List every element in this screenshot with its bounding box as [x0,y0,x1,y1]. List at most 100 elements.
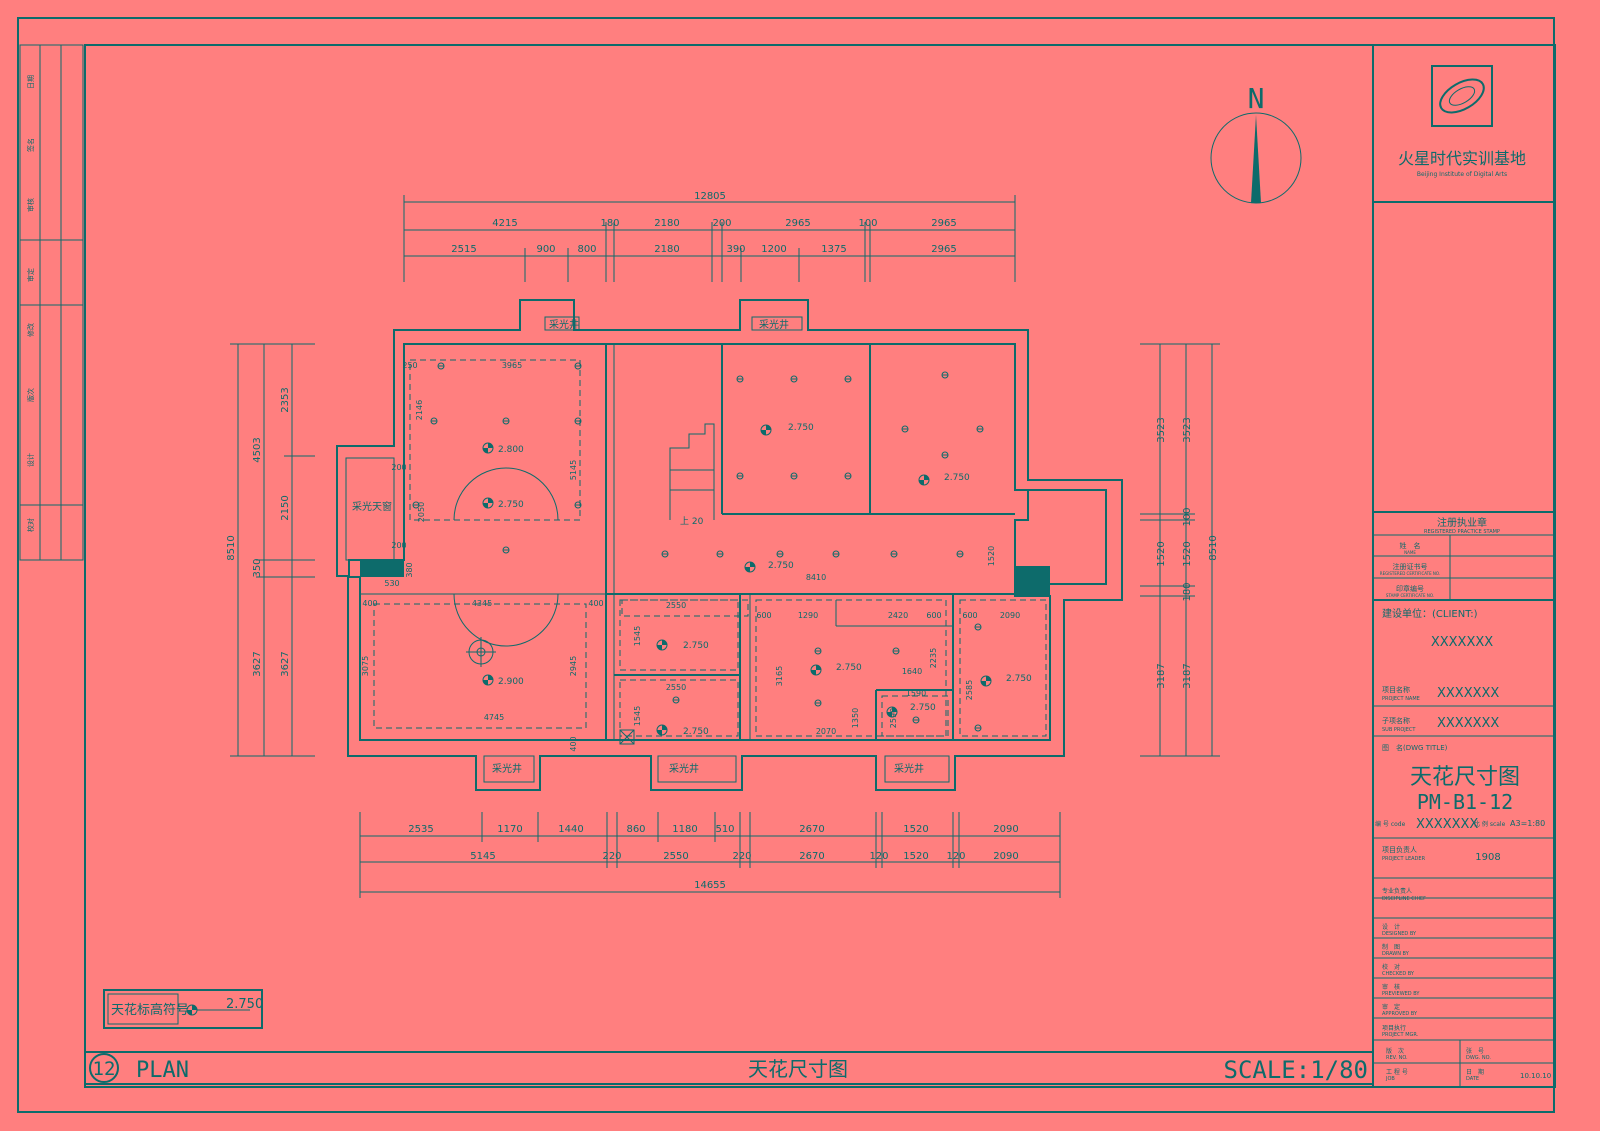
floor-plan: 采光井 采光井 采光井 采光井 采光井 采光天窗 上 20 [336,299,1123,791]
dimension-value: 400 [362,599,377,608]
project-value: XXXXXXX [1437,686,1499,701]
dimension-value: 600 [756,611,771,620]
footer-scale: SCALE:1/80 [1224,1056,1369,1084]
dimension-value: 2590 [889,708,898,728]
dimension-value: 设计 [26,453,35,467]
dimension-value: 1545 [633,626,642,646]
footer-bar: 12 PLAN 天花尺寸图 SCALE:1/80 [85,1051,1373,1085]
stair-label: 上 20 [680,516,704,527]
dimension-value: 600 [962,611,977,620]
dimension-value: 3627 [280,651,291,676]
dimension-value: 4345 [472,599,492,608]
elevation-value: 2.750 [910,703,936,713]
dimension-value: 390 [726,244,745,255]
dimension-value: 2090 [993,824,1018,835]
dimension-value: 250 [402,361,417,370]
drawing-name-label: 图 名(DWG TITLE) [1382,743,1448,752]
dimension-value: 1520 [987,546,996,566]
elevation-symbol-icon [810,664,822,676]
dimension-value: 1520 [903,851,928,862]
sub-project-value: XXXXXXX [1437,716,1499,731]
signature-row-label: 校 对 [1382,963,1400,971]
dimension-value: 2550 [663,851,688,862]
dimension-value: 180 [600,218,619,229]
lightwell-label: 采光井 [759,318,789,331]
dimension-value: 2550 [666,683,686,692]
top-dimensions [403,195,1016,282]
dimension-value: 2353 [280,387,291,412]
dimension-value: 1590 [906,689,926,698]
dimension-value: 1520 [1182,541,1193,566]
dimension-value: 120 [946,851,965,862]
date-value: 10.10.10 [1520,1072,1551,1080]
lightwell-label: 采光井 [669,762,699,775]
dimension-value: 4215 [492,218,517,229]
elevation-value: 2.750 [836,663,862,673]
logo: 火星时代实训基地 Beijing Institute of Digital Ar… [1398,65,1526,178]
stamp-row-label: 印章编号 [1396,584,1424,593]
dimension-value: 3165 [775,666,784,686]
dimension-value: 8410 [806,573,826,582]
elevation-value: 2.750 [683,727,709,737]
signature-row-label: 审 定 [1382,1003,1400,1011]
project-leader-label: 项目负责人 [1382,845,1417,854]
skylight-label: 采光天窗 [352,500,392,513]
elevation-value: 2.750 [944,473,970,483]
practice-stamp-title-en: REGISTERED PRACTICE STAMP [1424,529,1500,535]
signature-row-label: 制 图 [1382,943,1400,951]
logo-name-en: Beijing Institute of Digital Arts [1417,171,1507,178]
elevation-symbol-icon [656,639,668,651]
elevation-symbol-icon [482,674,494,686]
north-arrow: N [1210,82,1302,204]
bottom-right-row-label-en: DATE [1466,1076,1479,1082]
right-dimensions [1140,343,1220,757]
elevation-value: 2.800 [498,445,524,455]
dimension-value: 版次 [26,388,35,402]
signature-row-label: 审 核 [1382,983,1400,991]
lightwell-label: 采光井 [492,762,522,775]
dimension-value: 200 [391,541,406,550]
dimension-value: 380 [405,562,414,577]
dimension-value: 审核 [26,198,35,212]
elevation-symbol-icon [918,474,930,486]
dimension-value: 审定 [26,268,35,282]
dimension-value: 1520 [1156,541,1167,566]
revision-strip [19,44,84,561]
dimension-value: 5145 [569,460,578,480]
dimension-value: 200 [712,218,731,229]
dimension-value: 2965 [931,244,956,255]
plan-label: PLAN [136,1058,189,1083]
stamp-rows: 姓 名 NAME 注册证书号 REGISTERED CERTIFICATE NO… [1380,541,1440,598]
stamp-row-label: 注册证书号 [1393,562,1428,571]
dimension-value: 600 [926,611,941,620]
dimension-value: 2235 [929,648,938,668]
sub-project-label: 子项名称 [1382,716,1410,725]
stamp-row-label: 姓 名 [1400,541,1421,550]
dimension-value: 2180 [654,218,679,229]
bottom-right-row-label: 日 期 [1466,1068,1484,1076]
dimension-value: 350 [252,558,263,577]
title-block [1373,201,1555,1087]
signature-row-label: 设 计 [1382,923,1400,931]
stamp-row-label-en: NAME [1404,550,1416,555]
bottom-right-row-label: 张 号 [1466,1047,1484,1055]
elevation-value: 2.750 [788,423,814,433]
elevation-value: 2.900 [498,677,524,687]
bottom-info-rows: 版 次 REV. NO. 工 程 号 JOB 张 号 DWG. NO. 日 期 … [1385,1047,1551,1082]
dimension-value: 100 [858,218,877,229]
dimension-value: 800 [577,244,596,255]
dimension-value: 2965 [931,218,956,229]
plan-number: 12 [93,1058,116,1080]
discipline-chief-label: 专业负责人 [1382,887,1412,895]
dimension-value: 3523 [1156,417,1167,442]
signature-row-label-en: DRAWN BY [1382,951,1410,957]
elevation-value: 2.750 [683,641,709,651]
dimension-value: 3965 [502,361,522,370]
signature-row-label-en: APPROVED BY [1382,1011,1418,1017]
elevation-value: 2.750 [768,561,794,571]
project-leader-label-en: PROJECT LEADER [1382,856,1426,862]
legend-label: 天花标高符号 [111,1002,189,1018]
